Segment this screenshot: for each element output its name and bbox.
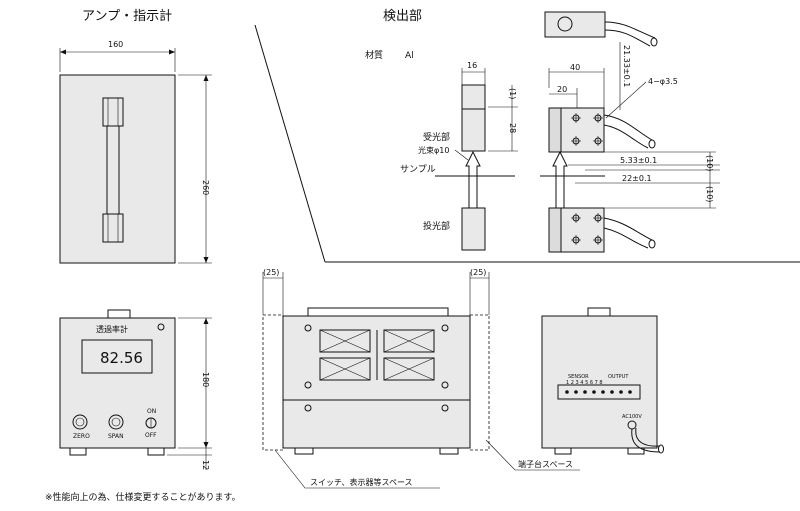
- switch-on-label: ON: [147, 408, 156, 415]
- left-space-dim: (25): [263, 268, 279, 277]
- amp-meter-title: アンプ・指示計: [82, 8, 172, 24]
- dim-hole-pitch: 21.33±0.1: [622, 45, 631, 87]
- detector-front-view: 40 20 21.33±0.1 4−φ3.5 5.33±0.1 22±0.1: [540, 11, 720, 253]
- dim-28: 28: [508, 123, 517, 133]
- sample-label: サンプル: [400, 164, 436, 175]
- switch-space-label: スイッチ、表示器等スペース: [310, 477, 413, 487]
- meter-front-view: 透過率計 82.56 ZERO SPAN ON OFF 180 12: [59, 309, 212, 470]
- zero-knob[interactable]: [72, 414, 88, 430]
- span-label: SPAN: [108, 433, 124, 440]
- meter-panel-title: 透過率計: [96, 324, 128, 334]
- material-label: 材質: [365, 49, 383, 61]
- dim-22: 22±0.1: [622, 174, 652, 183]
- detector-title: 検出部: [383, 9, 422, 24]
- sensor-label: SENSOR: [568, 374, 589, 380]
- amp-top-view: 160 260: [59, 40, 212, 264]
- dim-16: 16: [467, 61, 477, 70]
- footnote: ※性能向上の為、仕様変更することがあります。: [45, 491, 241, 503]
- zero-label: ZERO: [73, 433, 90, 440]
- digital-display: [81, 339, 153, 374]
- carry-handle: [102, 97, 124, 243]
- display-value: 82.56: [100, 349, 143, 367]
- power-label: AC100V: [622, 414, 642, 420]
- dim-1: (1): [508, 88, 517, 99]
- dim-40: 40: [570, 63, 580, 72]
- dim-holes: 4−φ3.5: [648, 77, 678, 86]
- terminal-block: [557, 384, 641, 400]
- amp-height-dim: 260: [201, 180, 210, 195]
- mount-holes-lower: [571, 213, 603, 245]
- meter-foot-dim: 12: [201, 460, 210, 470]
- receiver-label: 受光部: [423, 131, 450, 143]
- switch-off-label: OFF: [145, 432, 157, 439]
- dim-533: 5.33±0.1: [620, 156, 657, 165]
- dim-20: 20: [557, 85, 567, 94]
- detector-section-border: [254, 24, 326, 263]
- terminal-space-label: 端子台スペース: [518, 459, 573, 469]
- dim-10-upper: (10): [705, 155, 714, 171]
- amp-width-dim: 160: [108, 40, 123, 49]
- span-knob[interactable]: [108, 414, 124, 430]
- terminal-numbers: 1 2 3 4 5 6 7 8: [566, 380, 603, 386]
- detector-side-view: 16 (1) 28 受光部 光束φ10 サンプル 投光部: [400, 61, 518, 251]
- meter-height-dim: 180: [201, 372, 210, 387]
- amp-side-view: (25) (25): [262, 268, 580, 489]
- sensor-top-box: [544, 11, 606, 38]
- mount-holes-upper: [571, 113, 603, 146]
- material-value: Al: [405, 51, 414, 61]
- output-label: OUTPUT: [608, 374, 629, 380]
- amp-rear-view: SENSOR OUTPUT 1 2 3 4 5 6 7 8 AC100V: [541, 307, 664, 455]
- vent-grid: [319, 329, 435, 381]
- dim-10-lower: (10): [705, 186, 714, 202]
- beam-label: 光束φ10: [418, 145, 449, 155]
- emitter-label: 投光部: [423, 220, 450, 232]
- right-space-dim: (25): [470, 268, 486, 277]
